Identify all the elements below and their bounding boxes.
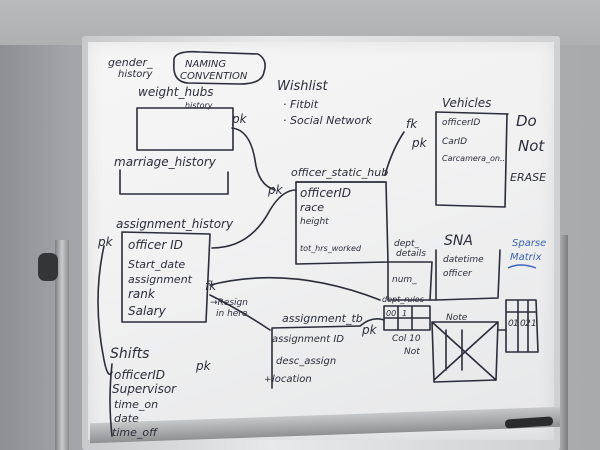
dept-rules-label: dept_rules (382, 295, 424, 304)
officer-pk-label: pk (267, 183, 284, 197)
vehicles-underline (435, 111, 509, 115)
vehicles-pk-label: pk (411, 136, 428, 150)
sparse-underline (507, 264, 537, 269)
sna-title: SNA (444, 233, 473, 249)
shifts-field-date: date (114, 412, 139, 425)
cols-10-label: Col 10 (392, 334, 421, 344)
naming-label: NAMING (185, 59, 226, 70)
assignment-tb-bullet: + (264, 375, 272, 385)
matrix-cell-4: 1 (531, 319, 537, 329)
matrix-cell-0: 0 (508, 319, 514, 329)
not-note-label: Not (404, 347, 420, 357)
officer-field-hours: tot_hrs_worked (300, 244, 362, 253)
marriage-history-label: marriage_history (114, 155, 217, 169)
officer-static-hubs-title: officer_static_hub (291, 166, 388, 179)
matrix-label: Matrix (510, 252, 542, 263)
officer-field-race: race (300, 201, 324, 214)
assignment-dept-connector (209, 276, 381, 301)
assignment-tb-title: assignment_tb (282, 312, 363, 325)
sparse-matrix-grid (505, 299, 539, 353)
resign-note-2: in here (216, 309, 248, 319)
shifts-field-supervisor: Supervisor (112, 382, 177, 396)
weight-hubs-label: weight_hubs (138, 85, 214, 99)
gender-history-label-2: history (118, 69, 153, 80)
shifts-field-officer: officerID (114, 368, 165, 382)
assignment-field-assign: assignment (128, 273, 193, 286)
vehicles-fk-label: fk (406, 117, 418, 131)
assignment-tb-field-desc: desc_assign (276, 356, 336, 367)
shifts-pk-label: pk (195, 359, 212, 373)
vehicles-field-car: CarID (442, 137, 467, 147)
weight-connector (231, 127, 276, 191)
dept-details-label-2: details (396, 249, 426, 259)
assignment-tb-connector (359, 318, 385, 327)
wishlist-item-fitbit: · Fitbit (283, 98, 319, 111)
dept-rules-grid (383, 305, 431, 331)
assignment-tb-field-id: assignment ID (272, 334, 344, 345)
sna-crossed-table (431, 321, 499, 383)
weight-pk-label: pk (231, 112, 248, 126)
sna-note: Note (446, 313, 468, 323)
vehicles-title: Vehicles (442, 96, 491, 110)
wishlist-item-social: · Social Network (283, 114, 373, 127)
gender-history-label-1: gender_ (108, 56, 153, 69)
dept-pk-label: pk (361, 323, 378, 337)
assignment-field-salary: Salary (128, 304, 167, 318)
assignment-fk-label: fk (205, 279, 217, 293)
num-label: num_ (392, 275, 417, 285)
erase-label: ERASE (510, 171, 546, 184)
vehicles-box (435, 111, 508, 208)
stand-pole-left (55, 240, 69, 450)
shifts-connector (97, 245, 113, 376)
shifts-field-time-off: time_off (112, 426, 158, 439)
do-label: Do (516, 112, 537, 130)
assignment-tb-box (271, 325, 361, 389)
matrix-cell-2: 0 (520, 319, 526, 329)
dept-details-label-1: dept_ (394, 239, 419, 249)
sna-field-datetime: datetime (443, 255, 484, 265)
dept-rules-cell-0: 00 (386, 309, 396, 318)
convention-label: CONVENTION (180, 71, 248, 82)
shifts-title: Shifts (110, 346, 149, 362)
assignment-tb-field-location: location (272, 374, 312, 385)
vehicles-field-officer: officerID (442, 118, 480, 128)
weight-table-box (136, 107, 234, 151)
weight-history-label: history (185, 101, 213, 110)
assignment-history-box (121, 231, 211, 323)
not-label: Not (518, 137, 545, 155)
shifts-field-time-on: time_on (114, 398, 158, 411)
assignment-field-start: Start_date (128, 258, 185, 271)
assignment-field-officer: officer ID (128, 238, 183, 252)
vehicles-connector (384, 131, 405, 176)
vehicles-field-camera: Carcamera_on... (442, 154, 508, 163)
assignment-history-title: assignment_history (116, 217, 234, 231)
shifts-box-left (109, 363, 113, 437)
assignment-field-rank: rank (128, 287, 156, 301)
assignment-officer-connector (211, 189, 297, 249)
wishlist-title: Wishlist (277, 79, 328, 94)
officer-field-height: height (300, 217, 329, 227)
marriage-table-box (119, 169, 229, 195)
sna-field-officer: officer (443, 269, 473, 279)
assignment-pk-label: pk (97, 235, 114, 249)
stand-knob (38, 253, 58, 281)
resign-note-1: →Resign (210, 298, 248, 308)
resign-connector (209, 294, 271, 331)
matrix-cell-3: 2 (525, 319, 531, 329)
sna-box (435, 249, 501, 301)
officer-field-id: officerID (300, 186, 351, 200)
dept-rules-cell-1: 1 (402, 309, 407, 318)
sparse-label: Sparse (512, 238, 546, 249)
naming-convention-outline (172, 50, 266, 85)
matrix-cell-1: 1 (513, 319, 519, 329)
